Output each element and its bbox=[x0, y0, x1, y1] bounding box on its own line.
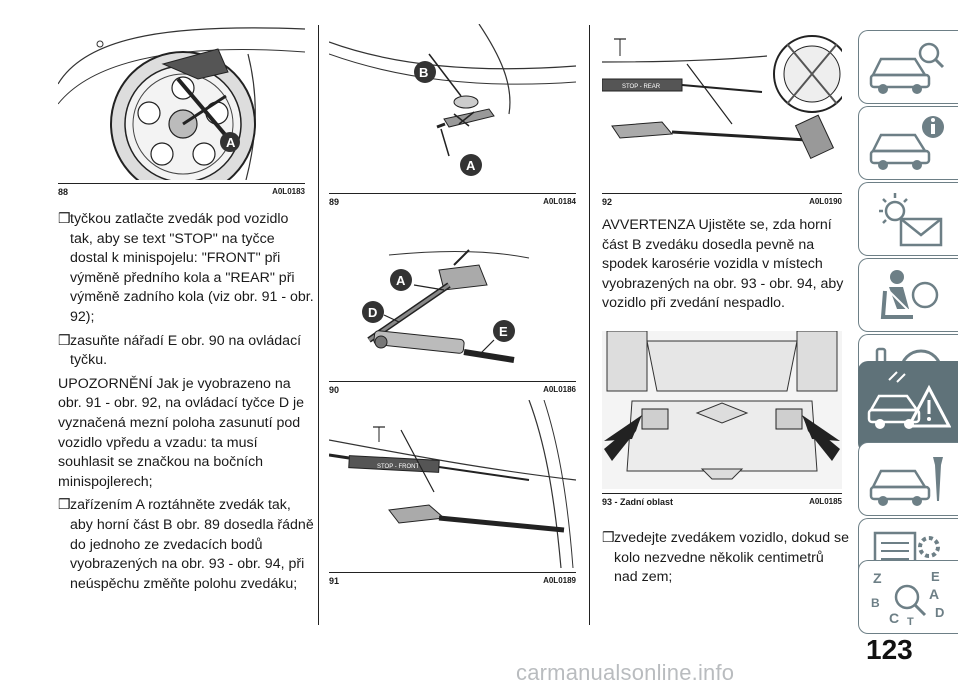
figure-number: 88 bbox=[58, 187, 69, 197]
alphabet-index-icon: Z E B A C T D bbox=[871, 569, 944, 628]
figure-code: A0L0189 bbox=[543, 576, 576, 585]
instruction-extend-jack: zařízením A roztáhněte zvedák tak, aby h… bbox=[70, 497, 314, 592]
warning-note: UPOZORNĚNÍ Jak je vyobrazeno na obr. 91 … bbox=[58, 375, 305, 490]
label-a: A bbox=[396, 273, 406, 288]
figure-89-jack-under-sill: B A bbox=[329, 24, 576, 186]
caption-fig-92: 92 A0L0190 bbox=[602, 193, 842, 207]
caption-fig-89: 89 A0L0184 bbox=[329, 193, 576, 207]
bullet-marker: ❒ bbox=[58, 211, 71, 227]
column-divider-left bbox=[318, 25, 319, 625]
column-1-text: ❒ tyčkou zatlačte zvedák pod vozidlo tak… bbox=[58, 210, 314, 594]
figure-number: 89 bbox=[329, 197, 340, 207]
instruction-push-jack: tyčkou zatlačte zvedák pod vozidlo tak, … bbox=[70, 211, 314, 325]
figure-code: A0L0190 bbox=[809, 197, 842, 206]
figure-number: 91 bbox=[329, 576, 340, 586]
figure-91-front-stop-mark: STOP - FRONT bbox=[329, 400, 576, 568]
figure-code: A0L0185 bbox=[809, 497, 842, 506]
caption-fig-90: 90 A0L0186 bbox=[329, 381, 576, 395]
label-b: B bbox=[419, 65, 428, 80]
figure-90-jack-handle: A D E bbox=[329, 210, 576, 377]
letter-b: B bbox=[871, 596, 880, 610]
bullet-marker: ❒ bbox=[58, 497, 71, 514]
car-wrench-icon bbox=[869, 457, 943, 506]
figure-88-wheel-jack: A bbox=[58, 24, 305, 180]
figure-92-rear-stop-mark: STOP - REAR bbox=[602, 24, 842, 186]
caption-fig-88: 88 A0L0183 bbox=[58, 183, 305, 197]
letter-d: D bbox=[935, 605, 944, 620]
letter-c: C bbox=[889, 610, 899, 626]
column-3-text: ❒ zvedejte zvedákem vozidlo, dokud se ko… bbox=[602, 529, 850, 588]
figure-code: A0L0186 bbox=[543, 385, 576, 394]
figure-93-rear-lift-points bbox=[602, 331, 842, 489]
figure-number: 90 bbox=[329, 385, 340, 395]
bullet-marker: ❒ bbox=[58, 332, 71, 349]
label-a: A bbox=[226, 135, 236, 150]
tab-safety[interactable] bbox=[858, 258, 958, 332]
letter-z: Z bbox=[873, 570, 882, 586]
car-info-icon bbox=[869, 116, 944, 170]
tab-dashboard-info[interactable] bbox=[858, 106, 958, 180]
figure-code: A0L0184 bbox=[543, 197, 576, 206]
caption-fig-93: 93 - Zadní oblast A0L0185 bbox=[602, 493, 842, 507]
warning-note-2: AVVERTENZA Ujistěte se, zda horní část B… bbox=[602, 217, 844, 312]
column-divider-right bbox=[589, 25, 590, 625]
instruction-raise-car: zvedejte zvedákem vozidlo, dokud se kolo… bbox=[614, 530, 850, 586]
list-item: ❒ zvedejte zvedákem vozidlo, dokud se ko… bbox=[602, 529, 850, 588]
label-a: A bbox=[466, 158, 476, 173]
label-e: E bbox=[499, 324, 508, 339]
jack-sticker-rear: STOP - REAR bbox=[622, 84, 661, 90]
letter-e: E bbox=[931, 569, 940, 584]
list-item: ❒ zasuňte nářadí E obr. 90 na ovládací t… bbox=[58, 332, 314, 371]
tab-alphabetical-index[interactable]: Z E B A C T D bbox=[858, 560, 958, 634]
tab-maintenance[interactable] bbox=[858, 442, 958, 516]
letter-t: T bbox=[907, 616, 914, 628]
warning-light-mail-icon bbox=[879, 193, 943, 247]
list-item: ❒ tyčkou zatlačte zvedák pod vozidlo tak… bbox=[58, 210, 314, 328]
figure-number: 93 - Zadní oblast bbox=[602, 497, 674, 507]
airbag-seat-icon bbox=[880, 270, 939, 319]
bullet-marker: ❒ bbox=[602, 530, 615, 546]
caption-fig-91: 91 A0L0189 bbox=[329, 572, 576, 586]
label-d: D bbox=[368, 305, 377, 320]
list-item: ❒ zařízením A roztáhněte zvedák tak, aby… bbox=[58, 496, 314, 594]
page-number: 123 bbox=[866, 634, 913, 665]
jack-sticker-front: STOP - FRONT bbox=[377, 464, 419, 470]
letter-a: A bbox=[929, 586, 939, 602]
car-warning-triangle-icon bbox=[867, 371, 951, 429]
tab-emergency[interactable] bbox=[858, 361, 958, 453]
watermark: carmanualsonline.info bbox=[516, 660, 735, 685]
tab-car-info[interactable] bbox=[858, 30, 958, 104]
figure-number: 92 bbox=[602, 197, 613, 207]
car-search-icon bbox=[869, 42, 945, 94]
tab-lights-messages[interactable] bbox=[858, 182, 958, 256]
instruction-insert-tool: zasuňte nářadí E obr. 90 na ovládací tyč… bbox=[70, 332, 302, 369]
figure-code: A0L0183 bbox=[272, 187, 305, 196]
